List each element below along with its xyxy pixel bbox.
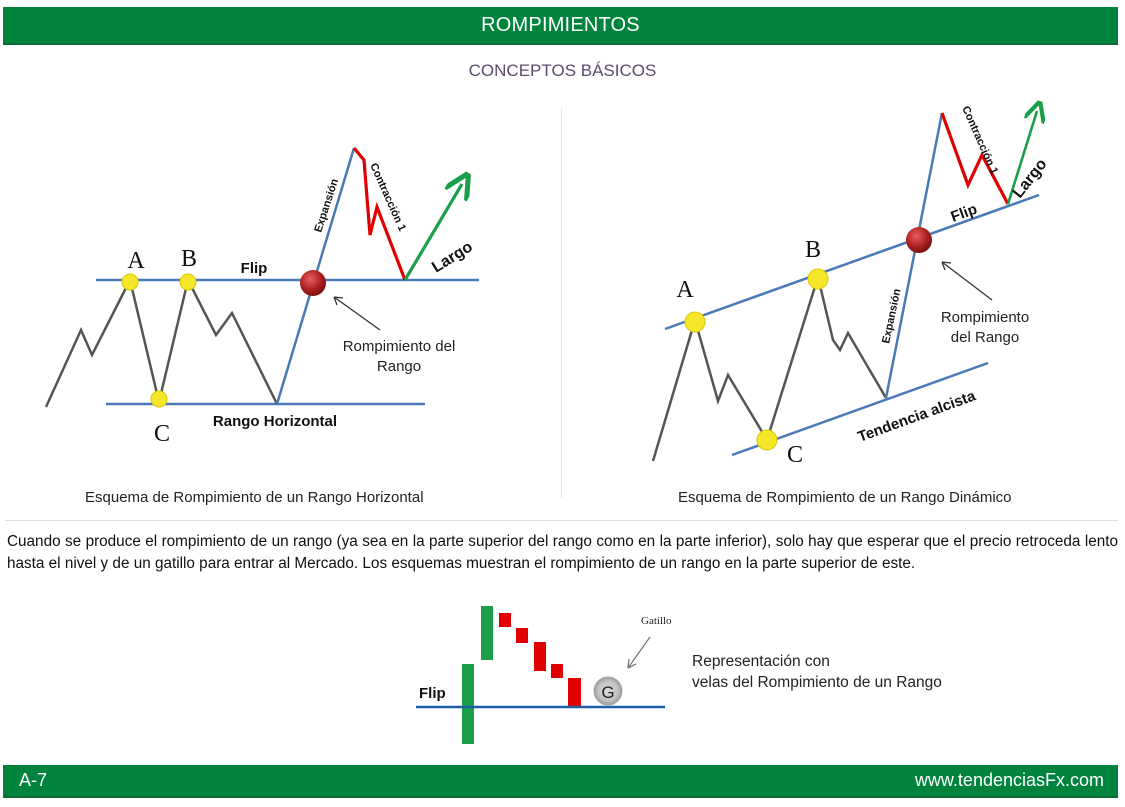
page-number: A-7	[19, 770, 48, 790]
expansion-label: Expansión	[880, 287, 903, 344]
footer-bar: A-7 www.tendenciasFx.com	[3, 765, 1118, 798]
caption-horizontal: Esquema de Rompimiento de un Rango Horiz…	[85, 489, 424, 506]
break-label-2: del Rango	[951, 329, 1019, 346]
trend-label: Tendencia alcista	[856, 387, 979, 446]
label-c: C	[154, 421, 170, 447]
candles-caption-line-1: Representación con	[692, 653, 830, 670]
trigger-arrow	[627, 636, 651, 669]
contraction-label: Contracción 1	[959, 104, 1000, 176]
candle-red-1	[499, 613, 511, 627]
break-label-2: Rango	[377, 358, 421, 375]
vertical-divider	[561, 108, 562, 498]
trigger-label: Gatillo	[641, 615, 672, 627]
flip-label: Flip	[241, 260, 268, 277]
caption-dynamic: Esquema de Rompimiento de un Rango Dinám…	[678, 489, 1012, 506]
long-arrow	[1006, 111, 1037, 205]
expansion-line	[884, 112, 944, 399]
title-bar: ROMPIMIENTOS	[3, 7, 1118, 45]
break-point-ball	[300, 270, 326, 296]
candles-caption-line-2: velas del Rompimiento de un Rango	[692, 674, 942, 691]
trigger-ball	[593, 676, 623, 706]
candle-red-3	[534, 642, 546, 671]
website-link[interactable]: www.tendenciasFx.com	[914, 770, 1104, 790]
flip-label: Flip	[949, 201, 980, 226]
range-label: Rango Horizontal	[213, 413, 337, 430]
break-pointer-arrow	[333, 296, 381, 331]
trigger-symbol: G	[601, 683, 614, 702]
dynamic-range-diagram: A B C Flip Tendencia alcista Expansión C…	[651, 104, 1051, 468]
break-point-ball	[906, 227, 932, 253]
candle-red-5	[568, 678, 581, 707]
label-b: B	[805, 237, 821, 263]
marker-b	[179, 273, 197, 291]
contraction-line	[940, 112, 1010, 205]
break-label-1: Rompimiento	[941, 309, 1029, 326]
marker-c	[150, 390, 168, 408]
marker-b	[807, 268, 829, 290]
marker-a	[684, 311, 706, 333]
candle-green-2	[481, 606, 493, 660]
break-pointer-arrow	[941, 261, 993, 301]
label-a: A	[127, 248, 145, 274]
candle-green-1	[462, 664, 474, 744]
page-title: ROMPIMIENTOS	[481, 13, 640, 36]
marker-a	[121, 273, 139, 291]
long-label: Largo	[429, 238, 476, 276]
long-arrow	[403, 184, 462, 281]
horizontal-divider	[5, 520, 1118, 521]
break-label-1: Rompimiento del	[343, 338, 456, 355]
candle-red-4	[551, 664, 563, 678]
label-c: C	[787, 442, 803, 468]
contraction-line	[352, 146, 407, 281]
horizontal-range-diagram: A B C Flip Rango Horizontal Expansión Co…	[44, 146, 479, 447]
price-line	[651, 272, 888, 462]
flip-label: Flip	[419, 685, 446, 702]
candles-caption: Representación con velas del Rompimiento…	[692, 651, 942, 693]
marker-c	[756, 429, 778, 451]
label-a: A	[676, 277, 694, 303]
price-line	[44, 276, 279, 408]
candle-red-2	[516, 628, 528, 643]
candles-diagram: G Flip Gatillo	[416, 606, 672, 744]
explanation-paragraph: Cuando se produce el rompimiento de un r…	[7, 533, 1118, 572]
section-subtitle: CONCEPTOS BÁSICOS	[468, 61, 657, 80]
label-b: B	[181, 246, 197, 272]
flip-line	[664, 193, 1040, 331]
